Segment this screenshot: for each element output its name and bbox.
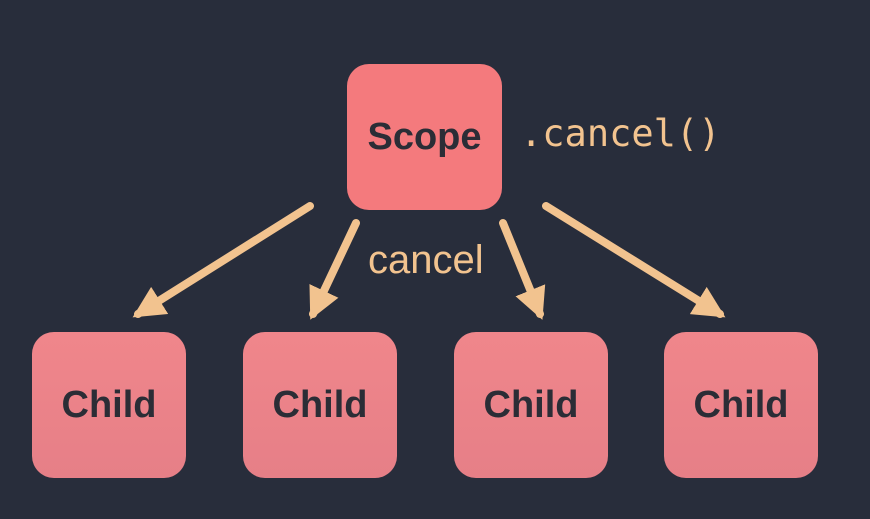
child-node-2: Child: [243, 332, 397, 478]
arrow-to-child-3: [499, 219, 546, 320]
child-node-4: Child: [664, 332, 818, 478]
child-node-3: Child: [454, 332, 608, 478]
scope-label: Scope: [367, 115, 482, 158]
arrow-to-child-1: [132, 202, 314, 318]
child-label: Child: [272, 383, 368, 426]
child-label: Child: [693, 383, 789, 426]
arrow-to-child-2: [309, 219, 360, 320]
child-node-1: Child: [32, 332, 186, 478]
child-label: Child: [483, 383, 579, 426]
method-call-label: .cancel(): [520, 112, 721, 155]
cancel-edge-label: cancel: [368, 238, 484, 282]
scope-node: Scope: [347, 64, 502, 210]
child-label: Child: [61, 383, 157, 426]
arrow-to-child-4: [542, 202, 726, 318]
